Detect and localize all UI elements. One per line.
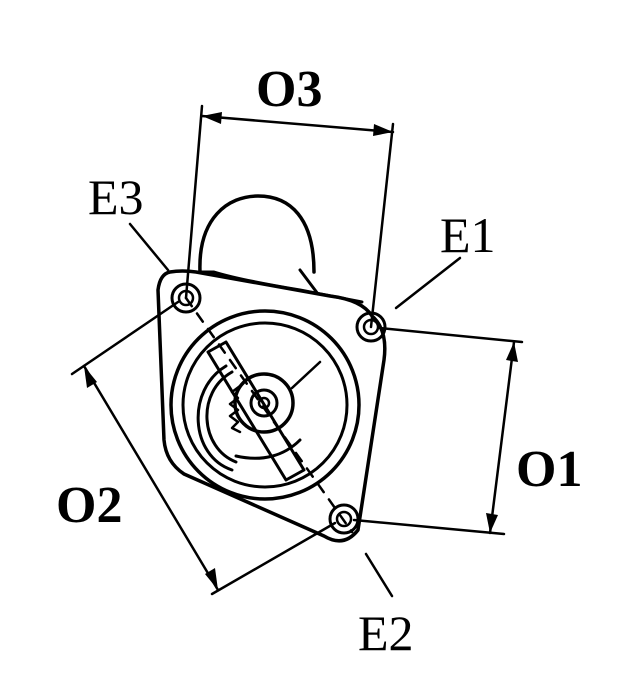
leader-e2 xyxy=(364,552,394,598)
dimension-o3 xyxy=(184,104,395,329)
solenoid-neck xyxy=(298,268,320,296)
label-e3: E3 xyxy=(88,169,144,225)
leader-e1 xyxy=(394,256,462,310)
bolt-hole-e2 xyxy=(328,503,360,535)
flange-top-edge xyxy=(194,270,364,304)
housing-outer-circle xyxy=(169,309,361,501)
label-e1: E1 xyxy=(440,207,496,263)
leader-e3 xyxy=(128,222,170,272)
housing-inner-circle xyxy=(181,321,349,489)
label-e2: E2 xyxy=(358,605,414,661)
solenoid-dome xyxy=(198,194,316,274)
drive-mechanism xyxy=(196,340,322,482)
label-o1: O1 xyxy=(516,441,582,498)
shaft xyxy=(233,372,295,434)
label-o3: O3 xyxy=(256,61,322,118)
dimension-o1 xyxy=(352,326,524,536)
dimension-o2 xyxy=(70,300,337,596)
label-o2: O2 xyxy=(56,477,122,534)
